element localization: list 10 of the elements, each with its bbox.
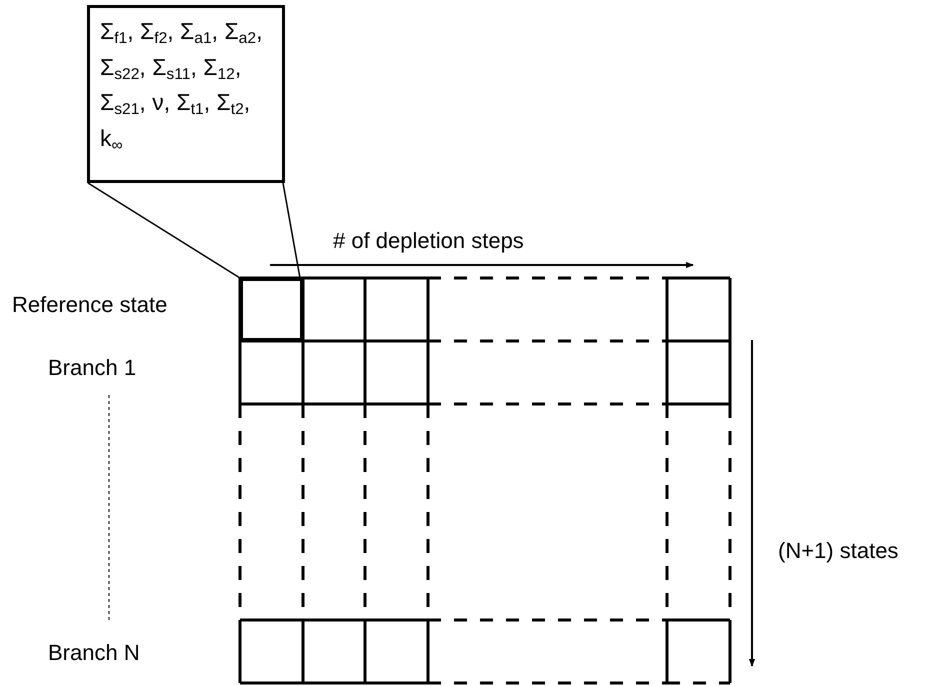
callout-box: [87, 5, 285, 183]
leader-line: [282, 182, 301, 278]
row-label: Branch N: [48, 640, 140, 666]
row-label: Branch 1: [48, 355, 136, 382]
axis-label: (N+1) states: [778, 538, 898, 564]
row-label: Reference state: [12, 292, 168, 318]
leader-line: [88, 182, 240, 279]
axis-label: # of depletion steps: [333, 228, 524, 254]
formula-text: Σ$_{f1}$, Σ$_{f2}$, Σ$_{a1}$, Σ$_{a2}$, Σ$_{s22}$, Σ$_{s11}$, Σ$_{12}$, Σ$_{s21}$, ν, Σ$_{t1}$, Σ$_{t2}$, k$_{∞}$: [100, 17, 264, 156]
table-cell: [240, 278, 303, 341]
